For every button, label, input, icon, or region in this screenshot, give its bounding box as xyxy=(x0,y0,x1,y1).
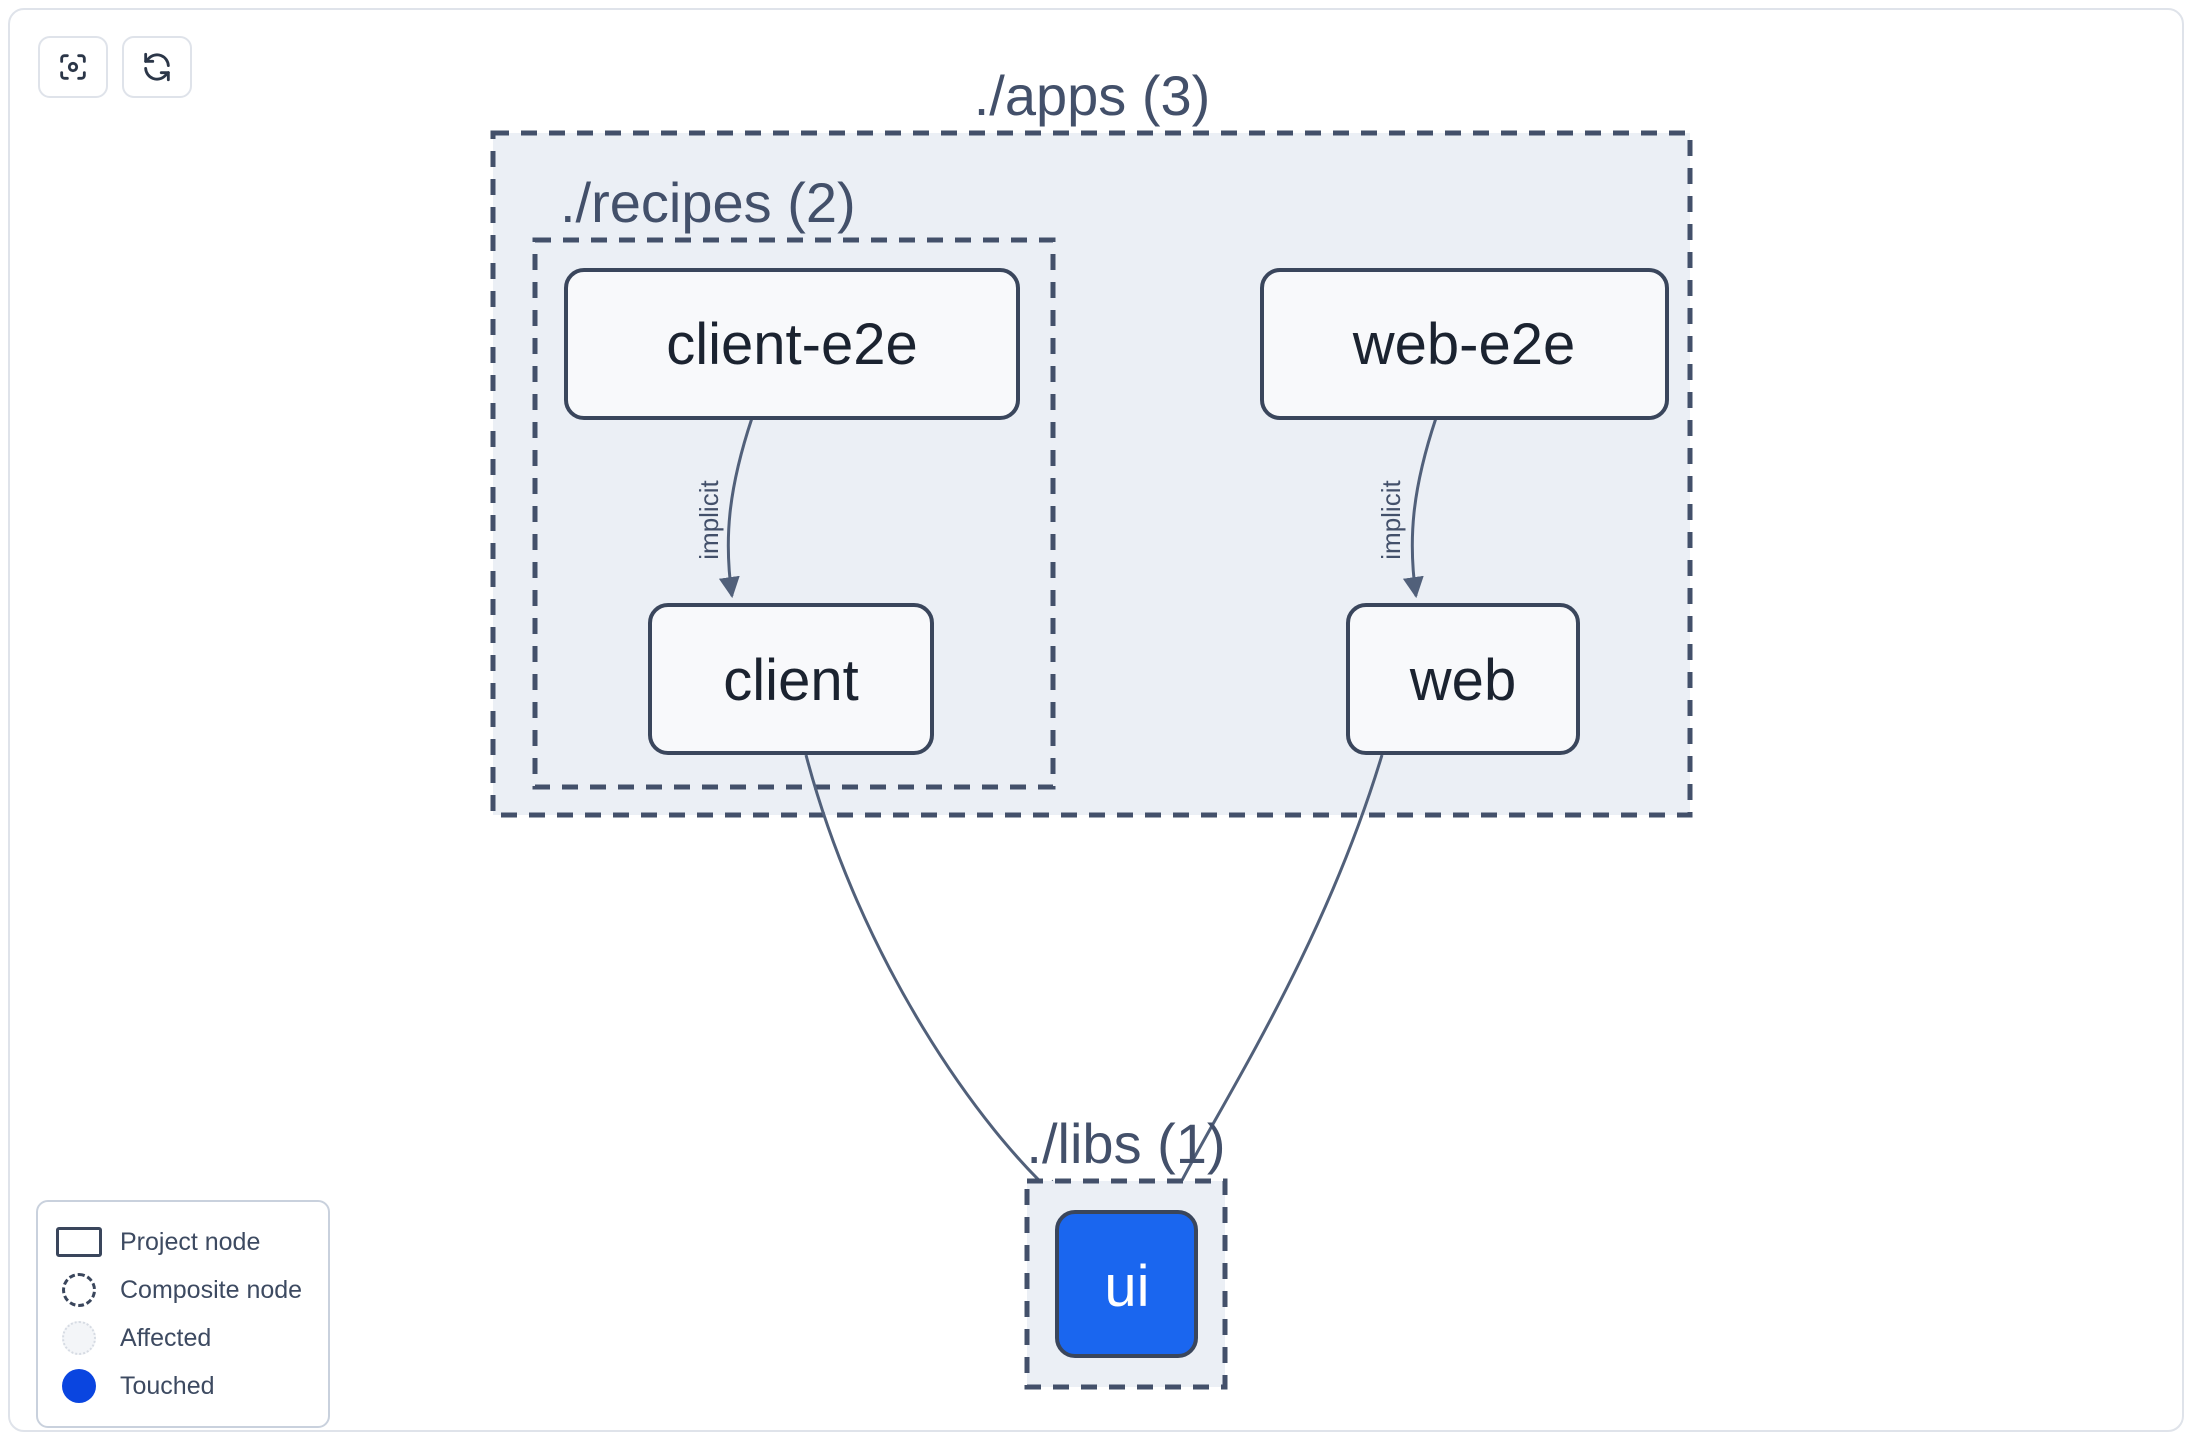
node-ui[interactable]: ui xyxy=(1055,1210,1198,1358)
graph-legend: Project node Composite node Affected Tou… xyxy=(36,1200,330,1428)
legend-item-composite-node: Composite node xyxy=(56,1266,310,1314)
edge-path xyxy=(1402,417,1438,599)
focus-graph-button[interactable] xyxy=(38,36,108,98)
refresh-graph-button[interactable] xyxy=(122,36,192,98)
group-apps-label: ./apps (3) xyxy=(974,64,1211,127)
focus-icon xyxy=(56,50,90,84)
edge-path xyxy=(718,417,754,599)
node-web-label: web xyxy=(1409,648,1516,713)
affected-glyph xyxy=(56,1321,102,1355)
legend-item-affected: Affected xyxy=(56,1314,310,1362)
refresh-icon xyxy=(140,50,174,84)
edge-client-e2e-to-client: implicit xyxy=(694,417,754,599)
project-node-glyph xyxy=(56,1225,102,1259)
legend-label: Touched xyxy=(120,1371,215,1400)
group-recipes-label: ./recipes (2) xyxy=(560,171,856,234)
node-client-e2e-rect xyxy=(564,268,1020,420)
node-ui-rect xyxy=(1055,1210,1198,1358)
legend-item-project-node: Project node xyxy=(56,1218,310,1266)
legend-label: Project node xyxy=(120,1227,261,1256)
legend-item-touched: Touched xyxy=(56,1362,310,1410)
edge-client-to-ui xyxy=(804,754,1062,1202)
node-client-rect xyxy=(648,603,934,755)
node-web-e2e-rect xyxy=(1260,268,1669,420)
edge-web-to-ui xyxy=(1170,754,1384,1202)
node-client[interactable]: client xyxy=(648,603,934,755)
graph-toolbar xyxy=(38,36,192,98)
composite-node-glyph xyxy=(56,1273,102,1307)
legend-label: Affected xyxy=(120,1323,212,1352)
node-ui-label: ui xyxy=(1104,1254,1149,1319)
node-client-e2e[interactable]: client-e2e xyxy=(564,268,1020,420)
edge-path xyxy=(804,754,1062,1202)
edge-web-e2e-to-web: implicit xyxy=(1376,417,1438,599)
node-web-e2e-label: web-e2e xyxy=(1352,312,1575,377)
touched-glyph xyxy=(56,1369,102,1403)
edge-label-implicit-client: implicit xyxy=(694,480,724,560)
node-client-label: client xyxy=(723,648,858,713)
node-web[interactable]: web xyxy=(1346,603,1580,755)
node-client-e2e-label: client-e2e xyxy=(666,312,917,377)
legend-label: Composite node xyxy=(120,1275,303,1304)
edge-path xyxy=(1170,754,1384,1202)
edge-label-implicit-web: implicit xyxy=(1376,480,1406,560)
group-libs-label: ./libs (1) xyxy=(1026,1112,1225,1175)
node-web-rect xyxy=(1346,603,1580,755)
node-web-e2e[interactable]: web-e2e xyxy=(1260,268,1669,420)
